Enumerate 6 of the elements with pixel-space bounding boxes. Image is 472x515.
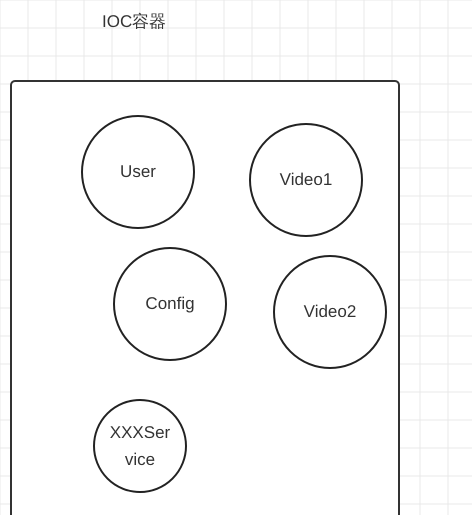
circle-node: Config (113, 247, 227, 361)
circle-node: Video2 (273, 255, 387, 369)
title: IOC容器 (102, 11, 166, 33)
circle-node: XXXSer vice (93, 399, 187, 493)
circle-node: User (81, 115, 195, 229)
circle-node: Video1 (249, 123, 363, 237)
